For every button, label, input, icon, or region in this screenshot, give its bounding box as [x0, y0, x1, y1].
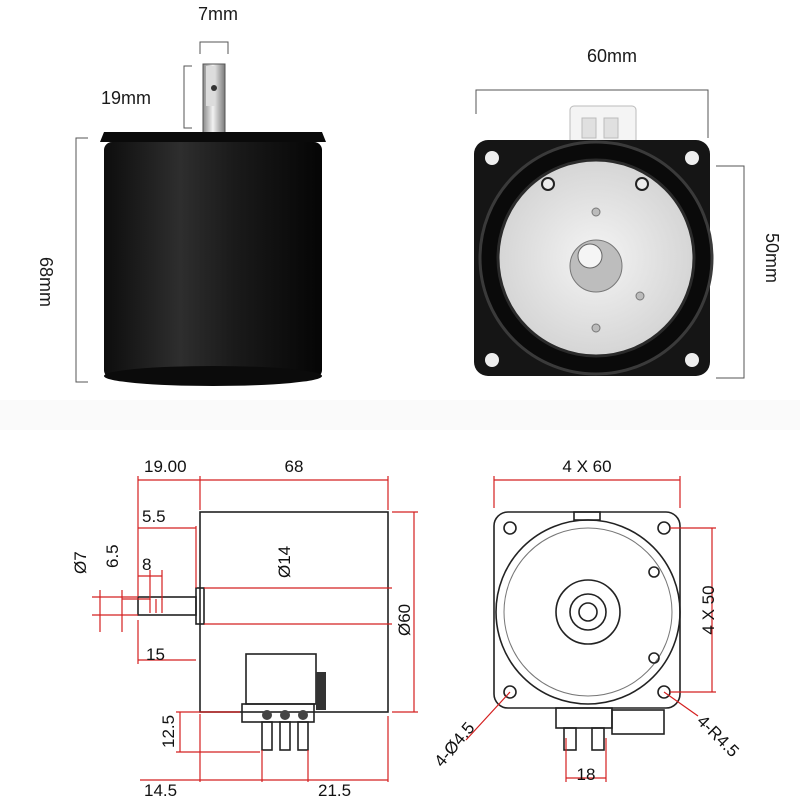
shaft-diameter-label: 7mm	[198, 4, 238, 24]
motor-front-photo: 60mm 50mm	[474, 46, 782, 379]
hole-pitch-dim: 4 X 50	[699, 585, 718, 634]
connector-width-dim: 21.5	[318, 781, 351, 800]
flange-width-label: 60mm	[587, 46, 637, 66]
body-length-dim: 68	[285, 457, 304, 476]
corner-radius-dim: 4-R4.5	[693, 711, 743, 761]
boss-dia-dim: Ø14	[275, 546, 294, 578]
connector-offset-dim: 14.5	[144, 781, 177, 800]
body-dia-dim: Ø60	[395, 604, 414, 636]
connector-width-front-dim: 18	[577, 765, 596, 784]
connector-height-dim: 12.5	[159, 715, 178, 748]
body-height-label: 68mm	[36, 257, 56, 307]
flat-length-dim: 8	[142, 555, 151, 574]
shaft-to-flat-dim: 15	[146, 645, 165, 664]
flat-dia-dim: 6.5	[103, 544, 122, 568]
shaft-dia-dim: Ø7	[71, 551, 90, 574]
flange-dim: 4 X 60	[562, 457, 611, 476]
hole-spacing-label: 50mm	[762, 233, 782, 283]
front-view-drawing: 4 X 60 4 X 50 4-Ø4.5 4-R4.5 18	[431, 457, 743, 784]
side-view-drawing: 19.00 68 5.5 Ø7 6.5 8 Ø14 15 Ø60 12.5 14…	[71, 457, 418, 800]
mount-holes-dim: 4-Ø4.5	[431, 719, 479, 771]
motor-side-photo: 7mm 19mm 68mm	[36, 4, 326, 386]
shaft-total-dim: 19.00	[144, 457, 187, 476]
boss-length-dim: 5.5	[142, 507, 166, 526]
shaft-length-label: 19mm	[101, 88, 151, 108]
